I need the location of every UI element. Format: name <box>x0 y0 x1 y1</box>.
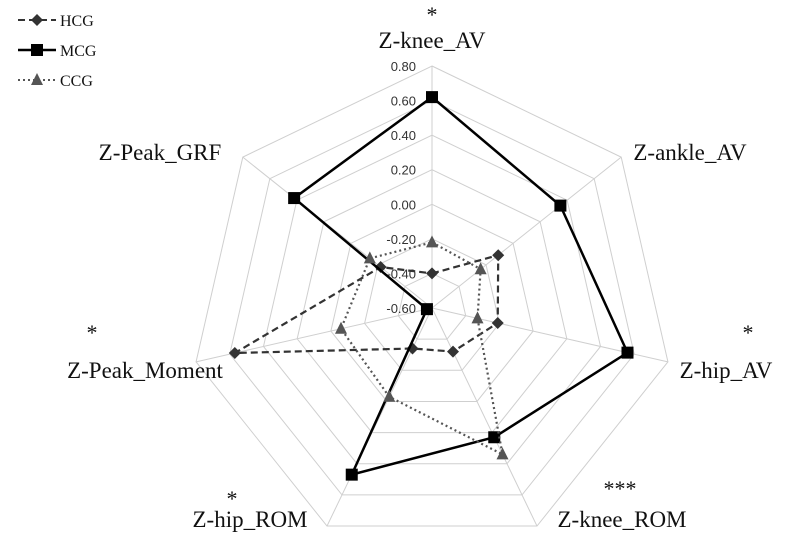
axis-label: Z-hip_ROM <box>193 507 308 532</box>
grid-ring <box>229 100 635 496</box>
tick-label: -0.60 <box>386 301 416 316</box>
series-mcg <box>288 91 634 481</box>
tick-label: 0.60 <box>391 94 416 109</box>
tick-label: 0.20 <box>391 163 416 178</box>
significance-marker: * <box>743 320 754 345</box>
series-line-hcg <box>230 253 500 355</box>
grid-ring <box>330 203 534 402</box>
data-point-hcg-marker <box>491 317 504 330</box>
significance-marker: * <box>87 320 98 345</box>
legend-label: HCG <box>60 13 94 30</box>
significance-marker: * <box>427 2 438 27</box>
legend-item-mcg: MCG <box>18 43 97 60</box>
legend: HCG MCG CCG <box>18 13 97 90</box>
legend-item-hcg: HCG <box>18 13 94 30</box>
axis-label: Z-hip_AV <box>680 358 773 383</box>
data-point-mcg-marker <box>621 346 634 359</box>
series-hcg <box>228 249 505 360</box>
tick-label: 0.80 <box>391 59 416 74</box>
data-point-ccg-marker <box>496 447 509 460</box>
tick-label: -0.20 <box>386 232 416 247</box>
significance-marker: * <box>227 486 238 511</box>
grid-ring <box>262 134 602 465</box>
data-point-ccg-marker <box>471 311 484 324</box>
data-point-hcg-marker <box>492 249 505 262</box>
legend-marker <box>31 44 43 56</box>
data-point-mcg-marker <box>345 468 358 481</box>
data-point-ccg-marker <box>363 251 376 264</box>
series-line-mcg <box>292 95 630 477</box>
data-point-hcg-marker <box>228 347 241 360</box>
data-point-mcg-marker <box>420 303 433 316</box>
data-point-hcg-marker <box>426 267 438 280</box>
grid-ring <box>296 169 568 434</box>
grid-spoke <box>326 307 433 527</box>
data-point-ccg-marker <box>426 235 438 248</box>
axis-labels: Z-knee_AV*Z-ankle_AVZ-hip_AV*Z-knee_ROM*… <box>67 2 773 532</box>
series-line-ccg <box>339 241 504 457</box>
tick-label: 0.00 <box>391 197 416 212</box>
legend-label: CCG <box>60 73 93 90</box>
legend-marker <box>31 14 43 26</box>
axis-label: Z-ankle_AV <box>633 140 747 165</box>
grid-spoke <box>431 156 622 309</box>
data-point-mcg-marker <box>554 199 567 212</box>
axis-label: Z-Peak_GRF <box>99 140 222 165</box>
data-point-ccg-marker <box>334 321 347 334</box>
radar-series <box>228 91 634 481</box>
data-point-mcg-marker <box>488 431 501 444</box>
legend-item-ccg: CCG <box>18 73 93 90</box>
axis-label: Z-Peak_Moment <box>67 358 223 383</box>
data-point-mcg-marker <box>426 91 438 104</box>
grid-ring <box>195 65 669 527</box>
legend-marker <box>31 73 43 85</box>
data-point-hcg-marker <box>446 345 459 358</box>
grid-spoke <box>431 307 538 527</box>
grid-ring <box>364 238 500 371</box>
data-point-mcg-marker <box>288 192 301 205</box>
data-point-ccg-marker <box>383 389 396 402</box>
grid-spoke <box>242 156 433 309</box>
series-ccg <box>334 235 509 460</box>
significance-marker: *** <box>604 476 637 501</box>
data-point-hcg-marker <box>374 261 387 274</box>
tick-label: 0.40 <box>391 128 416 143</box>
legend-label: MCG <box>60 43 97 60</box>
axis-label: Z-knee_ROM <box>557 507 686 532</box>
radar-grid <box>195 65 669 527</box>
data-point-ccg-marker <box>474 262 487 275</box>
axis-label: Z-knee_AV <box>379 28 486 53</box>
